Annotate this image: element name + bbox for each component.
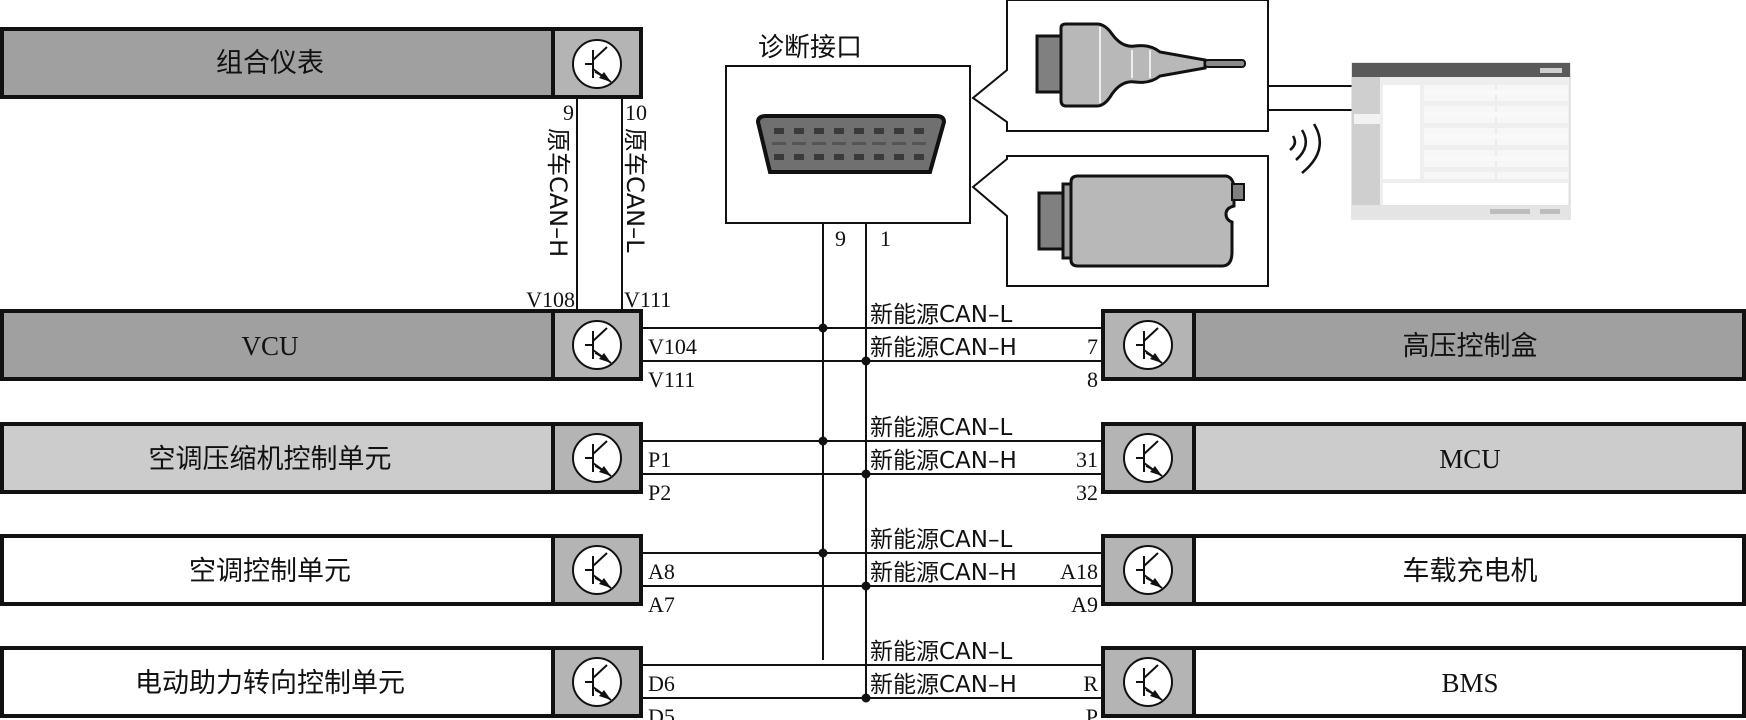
module-box bbox=[1192, 309, 1746, 381]
module-name: 车载充电机 bbox=[1403, 556, 1538, 587]
pin-label: R bbox=[1083, 671, 1098, 696]
pin-label: 31 bbox=[1076, 447, 1098, 472]
transistor-icon bbox=[572, 39, 622, 89]
wireless-signal-icon bbox=[1289, 123, 1322, 174]
pin-label: 9 bbox=[563, 100, 574, 125]
pin-label: A18 bbox=[1060, 559, 1098, 584]
right-module-1: 高压控制盒 7 8 bbox=[1087, 309, 1746, 392]
pin-label: D5 bbox=[648, 704, 675, 720]
wire-label-can-h: 原车CAN–H bbox=[544, 128, 572, 257]
pin-label: V108 bbox=[526, 287, 575, 312]
diagnostic-port-title: 诊断接口 bbox=[758, 33, 862, 63]
pin-label: V104 bbox=[648, 334, 697, 359]
pin-label: V111 bbox=[624, 287, 671, 312]
right-module-2: MCU 31 32 bbox=[1076, 422, 1746, 505]
module-box bbox=[0, 27, 555, 99]
pin-label: A8 bbox=[648, 559, 675, 584]
module-name: 空调控制单元 bbox=[189, 556, 351, 587]
module-box bbox=[1192, 646, 1746, 718]
pin-label: V111 bbox=[648, 367, 695, 392]
junction-dot bbox=[818, 548, 828, 558]
pin-label: A7 bbox=[648, 592, 675, 617]
right-module-4: BMS RP bbox=[1083, 646, 1746, 720]
transistor-icon bbox=[572, 320, 622, 370]
pin-label: 10 bbox=[625, 100, 647, 125]
module-cluster: 组合仪表 bbox=[0, 27, 643, 99]
pin-label: P2 bbox=[648, 480, 671, 505]
module-box bbox=[1192, 534, 1746, 606]
bus-label-can-l: 新能源CAN–L bbox=[870, 302, 1012, 328]
pin-label: 8 bbox=[1087, 367, 1098, 392]
module-box bbox=[0, 534, 555, 606]
module-box bbox=[0, 646, 555, 718]
bus-label-can-h: 新能源CAN–H bbox=[870, 672, 1017, 698]
port-pin-1: 1 bbox=[880, 226, 891, 251]
module-name: 高压控制盒 bbox=[1403, 331, 1538, 362]
transistor-icon bbox=[1123, 545, 1173, 595]
module-name: BMS bbox=[1441, 668, 1498, 698]
bus-label-can-h: 新能源CAN–H bbox=[870, 335, 1017, 361]
bus-label-can-h: 新能源CAN–H bbox=[870, 448, 1017, 474]
bus-label-can-l: 新能源CAN–L bbox=[870, 415, 1012, 441]
junction-dot bbox=[818, 436, 828, 446]
pin-label: A9 bbox=[1071, 592, 1098, 617]
wired-obd-adapter bbox=[971, 0, 1269, 132]
bus-label-can-l: 新能源CAN–L bbox=[870, 639, 1012, 665]
pin-label: 7 bbox=[1087, 334, 1098, 359]
port-pin-9: 9 bbox=[835, 226, 846, 251]
diagnostic-software-screenshot bbox=[1351, 62, 1571, 220]
pin-label: P1 bbox=[648, 447, 671, 472]
module-name: VCU bbox=[241, 331, 298, 361]
junction-dot bbox=[861, 693, 871, 703]
bus-label-can-h: 新能源CAN–H bbox=[870, 560, 1017, 586]
transistor-icon bbox=[1123, 657, 1173, 707]
wireless-obd-adapter-icon bbox=[1037, 174, 1245, 268]
junction-dot bbox=[818, 323, 828, 333]
junction-dot bbox=[861, 581, 871, 591]
transistor-icon bbox=[572, 433, 622, 483]
junction-dot bbox=[861, 469, 871, 479]
module-name: 空调压缩机控制单元 bbox=[149, 444, 392, 475]
wired-obd-adapter-icon bbox=[1035, 22, 1246, 108]
pin-label: P bbox=[1086, 704, 1098, 720]
transistor-icon bbox=[572, 657, 622, 707]
module-box bbox=[1192, 422, 1746, 494]
transistor-icon bbox=[1123, 320, 1173, 370]
module-name: MCU bbox=[1439, 444, 1501, 474]
obd-connector-icon bbox=[755, 114, 947, 174]
bus-label-can-l: 新能源CAN–L bbox=[870, 527, 1012, 553]
wire-label-can-l: 原车CAN–L bbox=[621, 128, 649, 253]
diagnostic-port: 诊断接口 9 1 bbox=[725, 33, 971, 695]
pin-label: 32 bbox=[1076, 480, 1098, 505]
pin-label: D6 bbox=[648, 671, 675, 696]
wireless-obd-adapter bbox=[971, 155, 1269, 287]
junction-dot bbox=[861, 356, 871, 366]
transistor-icon bbox=[572, 545, 622, 595]
module-name: 组合仪表 bbox=[216, 48, 324, 79]
module-name: 电动助力转向控制单元 bbox=[135, 668, 405, 699]
transistor-icon bbox=[1123, 433, 1173, 483]
